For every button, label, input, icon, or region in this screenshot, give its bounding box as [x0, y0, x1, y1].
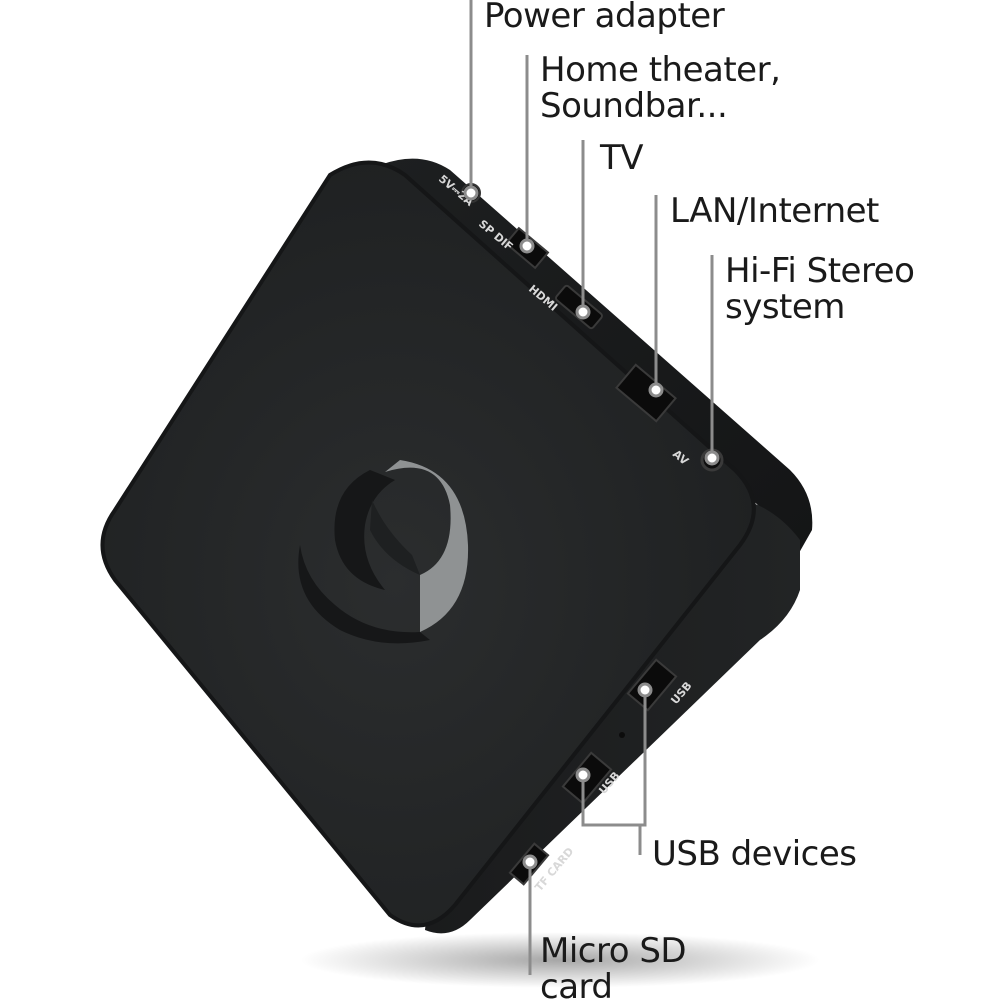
dot-tv: [575, 304, 591, 320]
dot-home-theater: [519, 238, 535, 254]
label-home-theater: Home theater, Soundbar...: [540, 50, 781, 126]
top-face: [100, 160, 756, 928]
label-hifi-stereo: Hi-Fi Stereo system: [725, 251, 915, 327]
dot-hifi: [704, 450, 720, 466]
dot-power: [463, 185, 479, 201]
dot-usb-bottom: [575, 767, 591, 783]
label-usb-devices: USB devices: [652, 834, 857, 874]
label-power-adapter: Power adapter: [484, 0, 725, 36]
leader-lines: [469, 0, 714, 975]
label-tv: TV: [600, 138, 644, 178]
label-micro-sd: Micro SD card: [540, 931, 687, 1007]
leader-usb: [581, 690, 647, 855]
dot-usb-top: [637, 682, 653, 698]
usb-port-top: [626, 658, 678, 712]
dot-lan: [648, 382, 664, 398]
label-lan-internet: LAN/Internet: [670, 191, 879, 231]
leader-dots: [463, 185, 720, 870]
floor-shadow: [300, 932, 820, 988]
brand-logo: [298, 460, 469, 644]
indicator-led: [619, 732, 625, 738]
dot-microsd: [522, 854, 538, 870]
